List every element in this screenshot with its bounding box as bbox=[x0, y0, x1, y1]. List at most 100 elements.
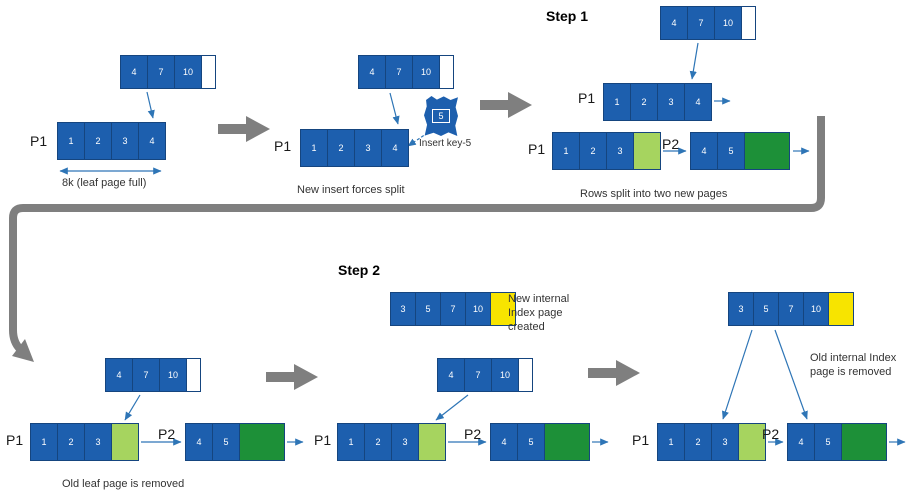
free-space-cell bbox=[842, 424, 886, 460]
caption-old-internal: Old internal Index page is removed bbox=[810, 352, 897, 378]
empty-slot-cell bbox=[519, 359, 532, 391]
key-cell: 2 bbox=[58, 424, 84, 460]
key-cell: 4 bbox=[106, 359, 132, 391]
key-cell: 10 bbox=[804, 293, 828, 325]
key-cell: 10 bbox=[492, 359, 518, 391]
page-label-p2: P2 bbox=[662, 136, 680, 152]
key-cell: 7 bbox=[688, 7, 714, 39]
key-cell: 4 bbox=[491, 424, 517, 460]
insert-key-cell: 5 bbox=[432, 109, 450, 123]
key-cell: 7 bbox=[465, 359, 491, 391]
key-cell: 1 bbox=[338, 424, 364, 460]
key-cell: 7 bbox=[386, 56, 412, 88]
block-arrow-4 bbox=[588, 360, 640, 386]
free-space-cell bbox=[745, 133, 789, 169]
empty-slot-cell bbox=[742, 7, 755, 39]
page-label-p1: P1 bbox=[314, 432, 332, 448]
page-label-p1: P1 bbox=[632, 432, 650, 448]
key-cell: 5 bbox=[518, 424, 544, 460]
key-cell: 2 bbox=[85, 123, 111, 159]
key-cell: 10 bbox=[466, 293, 490, 325]
key-cell: 4 bbox=[121, 56, 147, 88]
g1-internal-to-leaf-arrow bbox=[146, 91, 155, 119]
page-label-p1: P1 bbox=[274, 138, 292, 154]
free-space-cell bbox=[240, 424, 284, 460]
block-arrow-3 bbox=[266, 364, 318, 390]
block-arrow-1 bbox=[218, 116, 270, 142]
key-cell: 10 bbox=[715, 7, 741, 39]
caption-insert-key: Insert key-5 bbox=[419, 138, 472, 149]
new-entry-cell bbox=[491, 293, 515, 325]
page-label-p1: P1 bbox=[528, 141, 546, 157]
caption-new-insert: New insert forces split bbox=[297, 184, 405, 196]
free-space-cell bbox=[634, 133, 660, 169]
key-cell: 2 bbox=[365, 424, 391, 460]
key-cell: 3 bbox=[607, 133, 633, 169]
key-cell: 10 bbox=[413, 56, 439, 88]
key-cell: 2 bbox=[328, 130, 354, 166]
step2-title: Step 2 bbox=[338, 262, 381, 278]
free-space-cell bbox=[739, 424, 765, 460]
key-cell: 1 bbox=[658, 424, 684, 460]
key-cell: 7 bbox=[441, 293, 465, 325]
key-cell: 5 bbox=[815, 424, 841, 460]
key-cell: 1 bbox=[604, 84, 630, 120]
free-space-cell bbox=[545, 424, 589, 460]
key-cell: 3 bbox=[392, 424, 418, 460]
g6-internal-to-p2-arrow bbox=[774, 329, 808, 420]
key-cell: 4 bbox=[685, 84, 711, 120]
page-label-p1: P1 bbox=[30, 133, 48, 149]
page-label-p1: P1 bbox=[6, 432, 24, 448]
key-cell: 4 bbox=[359, 56, 385, 88]
page-label-p1: P1 bbox=[578, 90, 596, 106]
key-cell: 2 bbox=[631, 84, 657, 120]
key-cell: 7 bbox=[133, 359, 159, 391]
block-arrow-2 bbox=[480, 92, 532, 118]
key-cell: 5 bbox=[754, 293, 778, 325]
key-cell: 5 bbox=[213, 424, 239, 460]
g6-internal-to-p1-arrow bbox=[721, 329, 753, 420]
key-cell: 2 bbox=[580, 133, 606, 169]
g3-internal-to-leaf-arrow bbox=[689, 42, 699, 80]
page-label-p2: P2 bbox=[158, 426, 176, 442]
key-cell: 3 bbox=[85, 424, 111, 460]
g4-internal-to-leaf-arrow bbox=[124, 394, 141, 421]
caption-leaf-full: 8k (leaf page full) bbox=[62, 177, 147, 189]
key-cell: 2 bbox=[685, 424, 711, 460]
key-cell: 3 bbox=[729, 293, 753, 325]
key-cell: 4 bbox=[661, 7, 687, 39]
page-label-p2: P2 bbox=[464, 426, 482, 442]
key-cell: 5 bbox=[416, 293, 440, 325]
wrap-connector-arrowhead bbox=[12, 339, 34, 362]
insert-key-torn-shape: 5 bbox=[424, 96, 458, 136]
key-cell: 7 bbox=[779, 293, 803, 325]
caption-rows-split: Rows split into two new pages bbox=[580, 188, 728, 200]
key-cell: 1 bbox=[31, 424, 57, 460]
free-space-cell bbox=[419, 424, 445, 460]
key-cell: 4 bbox=[691, 133, 717, 169]
caption-new-internal: New internal Index page created bbox=[508, 293, 570, 333]
page-label-p2: P2 bbox=[762, 426, 780, 442]
key-cell: 10 bbox=[175, 56, 201, 88]
key-cell: 4 bbox=[438, 359, 464, 391]
key-cell: 1 bbox=[301, 130, 327, 166]
key-cell: 4 bbox=[139, 123, 165, 159]
key-cell: 4 bbox=[382, 130, 408, 166]
key-cell: 1 bbox=[553, 133, 579, 169]
key-cell: 1 bbox=[58, 123, 84, 159]
empty-slot-cell bbox=[202, 56, 215, 88]
